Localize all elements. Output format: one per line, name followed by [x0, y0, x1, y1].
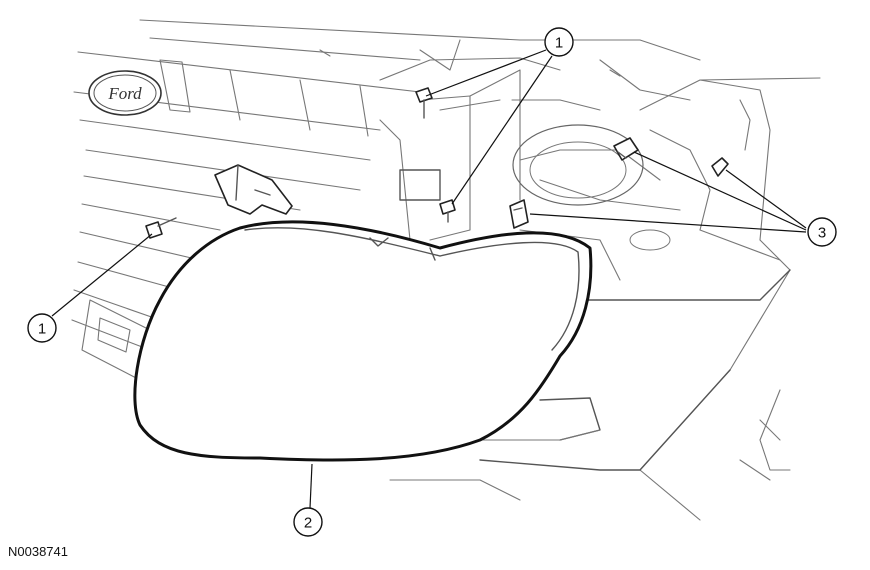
connector-upper — [613, 137, 639, 161]
bolt-center — [439, 199, 456, 223]
ford-logo: Ford — [88, 70, 162, 116]
leader-1-upper-a — [425, 49, 547, 97]
callout-2: 2 — [293, 507, 323, 537]
callout-3: 3 — [807, 217, 837, 247]
leader-1-upper-b — [451, 55, 553, 205]
bolt-upper — [415, 87, 433, 119]
callout-1-left-label: 1 — [38, 321, 46, 338]
headlamp-bracket — [214, 164, 293, 215]
connector-right — [711, 157, 729, 177]
grille — [71, 51, 421, 381]
leader-3-a — [633, 151, 807, 231]
figure-id: N0038741 — [8, 544, 68, 559]
callout-2-label: 2 — [304, 515, 312, 532]
callout-1-upper-label: 1 — [555, 35, 563, 52]
callout-3-label: 3 — [818, 225, 826, 242]
callout-1-upper: 1 — [544, 27, 574, 57]
radiator-support — [139, 19, 701, 241]
leader-2 — [309, 463, 313, 509]
leader-1-left — [51, 233, 153, 317]
callout-1-left: 1 — [27, 313, 57, 343]
bolt-left — [145, 217, 177, 239]
leader-3-c — [529, 213, 807, 233]
headlamp-assembly — [133, 220, 593, 462]
connector-lower — [509, 199, 529, 229]
ford-logo-text: Ford — [107, 84, 142, 103]
leader-3-b — [725, 169, 807, 229]
